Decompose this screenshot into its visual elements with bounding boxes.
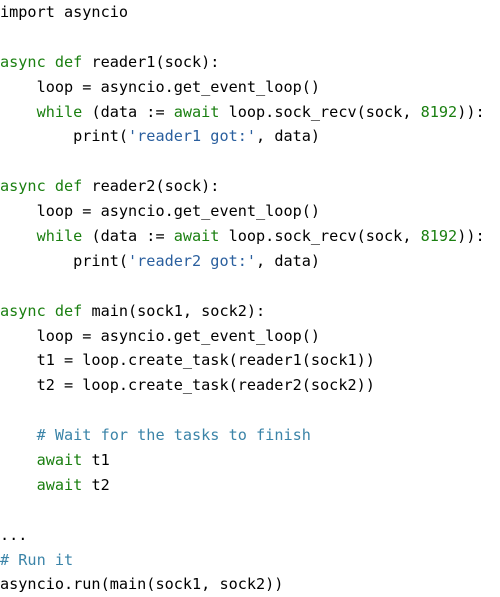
code-text: import asyncio bbox=[0, 3, 129, 21]
code-text: print( bbox=[0, 251, 129, 270]
code-text: t1 bbox=[82, 451, 110, 470]
code-line: while (data := await loop.sock_recv(sock… bbox=[0, 224, 500, 249]
code-line: async def reader1(sock): bbox=[0, 50, 500, 75]
code-line: # Run it bbox=[0, 548, 500, 573]
code-text: loop.sock_recv(sock, bbox=[219, 227, 421, 246]
code-text: , data) bbox=[256, 127, 321, 146]
code-text: loop = asyncio.get_event_loop() bbox=[0, 326, 321, 345]
code-text bbox=[0, 227, 37, 245]
code-line: t1 = loop.create_task(reader1(sock1)) bbox=[0, 348, 500, 373]
code-line: asyncio.run(main(sock1, sock2)) bbox=[0, 572, 500, 597]
code-line bbox=[0, 274, 500, 299]
code-string: 'reader1 got:' bbox=[128, 127, 257, 146]
code-text: reader1(sock): bbox=[82, 52, 220, 71]
code-line: loop = asyncio.get_event_loop() bbox=[0, 199, 500, 224]
code-comment: # Run it bbox=[0, 550, 74, 569]
code-text: loop = asyncio.get_event_loop() bbox=[0, 77, 321, 96]
code-keyword: async def bbox=[0, 52, 83, 71]
code-keyword: while bbox=[36, 227, 83, 246]
code-line bbox=[0, 25, 500, 50]
code-line: async def main(sock1, sock2): bbox=[0, 299, 500, 324]
code-line: # Wait for the tasks to finish bbox=[0, 423, 500, 448]
code-line bbox=[0, 149, 500, 174]
code-text: t2 = loop.create_task(reader2(sock2)) bbox=[0, 376, 375, 395]
code-keyword: await bbox=[36, 475, 83, 494]
code-text: loop.sock_recv(sock, bbox=[219, 102, 421, 121]
code-text: loop = asyncio.get_event_loop() bbox=[0, 202, 321, 221]
code-keyword: await bbox=[173, 102, 220, 121]
code-keyword: while bbox=[36, 102, 83, 121]
code-keyword: await bbox=[36, 451, 83, 470]
code-line: print('reader2 got:', data) bbox=[0, 249, 500, 274]
code-keyword: await bbox=[173, 227, 220, 246]
code-text: t1 = loop.create_task(reader1(sock1)) bbox=[0, 351, 375, 370]
code-text: )): bbox=[457, 102, 485, 121]
code-text: (data := bbox=[82, 227, 174, 246]
code-text bbox=[0, 476, 37, 494]
code-text bbox=[0, 451, 37, 469]
code-text bbox=[0, 103, 37, 121]
code-text: print( bbox=[0, 127, 129, 146]
code-line: await t2 bbox=[0, 473, 500, 498]
code-number: 8192 bbox=[420, 227, 458, 246]
code-line: while (data := await loop.sock_recv(sock… bbox=[0, 100, 500, 125]
code-text: reader2(sock): bbox=[82, 177, 220, 196]
code-text: , data) bbox=[256, 251, 321, 270]
code-number: 8192 bbox=[420, 102, 458, 121]
code-line: loop = asyncio.get_event_loop() bbox=[0, 75, 500, 100]
code-text: main(sock1, sock2): bbox=[82, 301, 266, 320]
code-line: ... bbox=[0, 523, 500, 548]
code-text: t2 bbox=[82, 475, 110, 494]
code-text bbox=[0, 426, 37, 444]
code-line bbox=[0, 498, 500, 523]
code-line: await t1 bbox=[0, 448, 500, 473]
code-string: 'reader2 got:' bbox=[128, 251, 257, 270]
code-keyword: async def bbox=[0, 177, 83, 196]
code-line: async def reader2(sock): bbox=[0, 174, 500, 199]
code-line: loop = asyncio.get_event_loop() bbox=[0, 324, 500, 349]
code-text: asyncio.run(main(sock1, sock2)) bbox=[0, 575, 284, 594]
code-text: (data := bbox=[82, 102, 174, 121]
code-comment: # Wait for the tasks to finish bbox=[36, 426, 311, 445]
code-line: t2 = loop.create_task(reader2(sock2)) bbox=[0, 373, 500, 398]
code-text: )): bbox=[457, 227, 485, 246]
code-line bbox=[0, 398, 500, 423]
code-line: import asyncio bbox=[0, 0, 500, 25]
code-line: print('reader1 got:', data) bbox=[0, 124, 500, 149]
code-keyword: async def bbox=[0, 301, 83, 320]
code-text: ... bbox=[0, 525, 28, 544]
